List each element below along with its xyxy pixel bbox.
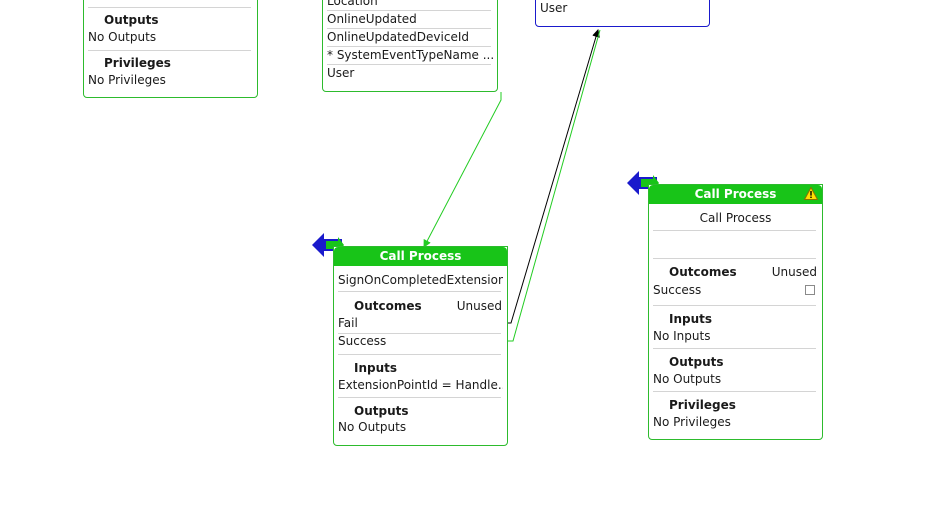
outcomes-title: Outcomes (669, 265, 737, 279)
separator (88, 50, 251, 51)
separator (327, 46, 491, 47)
node-name: Call Process (699, 211, 772, 225)
unused-checkbox[interactable] (805, 285, 815, 295)
outcomes-unused-label: Unused (771, 265, 817, 279)
blue-node[interactable]: User (535, 0, 710, 27)
separator (88, 7, 251, 8)
connector-mid-to-callprocess[interactable] (423, 92, 502, 248)
separator (338, 291, 501, 292)
warning-icon[interactable] (804, 187, 818, 200)
outputs-value: No Outputs (88, 30, 157, 44)
privileges-title: Privileges (104, 56, 171, 70)
separator (653, 305, 816, 306)
separator (327, 10, 491, 11)
separator (338, 354, 501, 355)
outcome-item[interactable]: Success (653, 283, 702, 297)
inputs-title: Inputs (669, 312, 713, 326)
node-header[interactable]: Call Process (649, 185, 822, 204)
separator (653, 230, 816, 231)
list-item[interactable]: OnlineUpdated (327, 12, 417, 26)
left-node[interactable]: Outputs No Outputs Privileges No Privile… (83, 0, 258, 98)
connector-fail-to-blue[interactable] (507, 29, 600, 324)
separator (653, 258, 816, 259)
privileges-value: No Privileges (653, 415, 731, 429)
outcome-item[interactable]: Success (338, 334, 387, 348)
outcome-item[interactable]: Fail (338, 316, 358, 330)
outputs-title: Outputs (104, 13, 159, 27)
mid-node[interactable]: Location OnlineUpdated OnlineUpdatedDevi… (322, 0, 498, 92)
outputs-title: Outputs (669, 355, 724, 369)
inputs-title: Inputs (354, 361, 398, 375)
separator (338, 333, 501, 334)
separator (327, 64, 491, 65)
separator (338, 397, 501, 398)
list-item[interactable]: User (327, 66, 355, 80)
list-item[interactable]: Location (327, 0, 378, 8)
call-process-node[interactable]: Call Process SignOnCompletedExtension Ou… (333, 246, 508, 446)
outputs-title: Outputs (354, 404, 409, 418)
outputs-value: No Outputs (338, 420, 407, 434)
connector-success-to-blue[interactable] (507, 29, 601, 342)
outputs-value: No Outputs (653, 372, 722, 386)
separator (327, 28, 491, 29)
node-header[interactable]: Call Process (334, 247, 507, 266)
privileges-title: Privileges (669, 398, 736, 412)
outcomes-title: Outcomes (354, 299, 422, 313)
outcomes-unused-label: Unused (456, 299, 502, 313)
inputs-value: No Inputs (653, 329, 711, 343)
call-process-node[interactable]: Call Process Call Process Outcomes Unuse… (648, 184, 823, 440)
node-header-label: Call Process (694, 187, 777, 201)
list-item[interactable]: User (540, 1, 568, 15)
list-item[interactable]: * SystemEventTypeName ... (327, 48, 493, 62)
list-item[interactable]: OnlineUpdatedDeviceId (327, 30, 469, 44)
node-name: SignOnCompletedExtension (338, 273, 503, 287)
separator (653, 391, 816, 392)
separator (653, 348, 816, 349)
inputs-value: ExtensionPointId = Handle... (338, 378, 503, 392)
privileges-value: No Privileges (88, 73, 166, 87)
